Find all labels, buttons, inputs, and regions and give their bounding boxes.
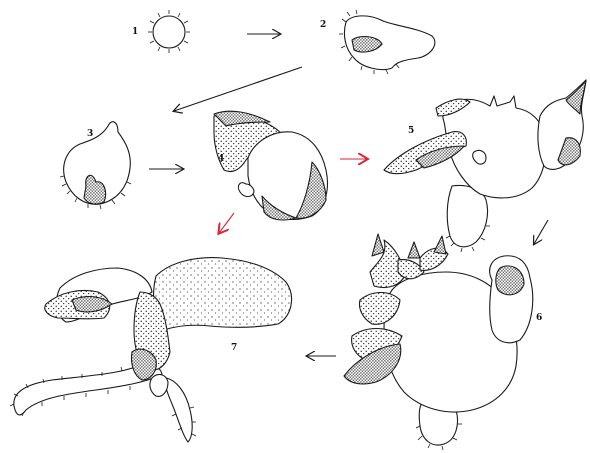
stage-2-label: 2 [320,20,326,30]
stage-4-plant [214,111,327,220]
stage-5-plant [384,80,586,252]
stage-3-body [60,122,131,209]
stage-3-label: 3 [87,129,93,139]
stage-1-label: 1 [132,27,138,37]
stage-5-label: 5 [408,126,414,136]
arrow-2-to-3 [174,67,302,111]
stage-4-label: 4 [218,154,224,164]
stage-7-plant [10,258,292,442]
arrow-5-to-6 [534,220,548,244]
stage-7-label: 7 [231,343,237,353]
stage-2-body [339,10,435,74]
stage-6-plant [344,234,533,450]
stage-1-spore [148,10,190,53]
arrow-4-to-7 [219,213,234,233]
stage-6-label: 6 [536,313,542,323]
